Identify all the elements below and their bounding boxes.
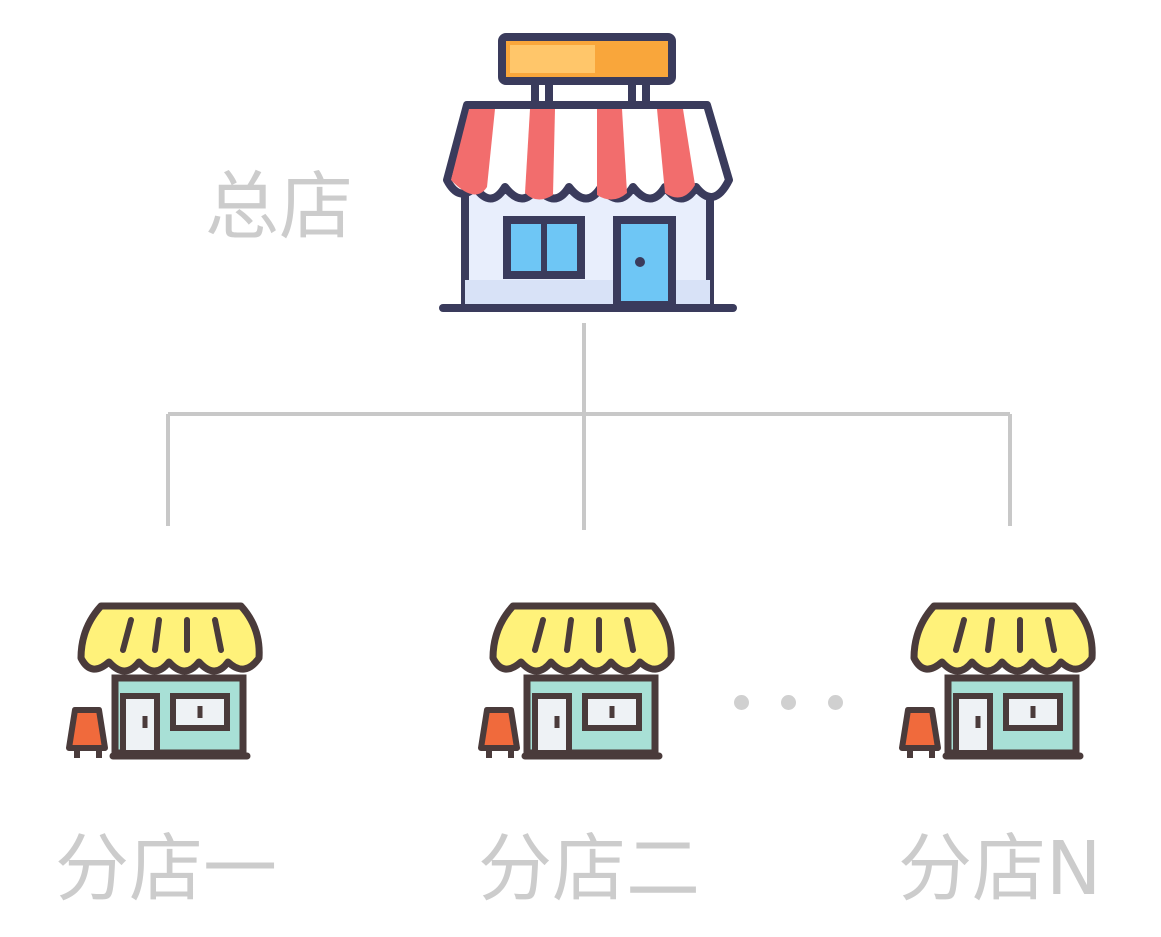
ellipsis-dot bbox=[828, 695, 843, 710]
ellipsis-icon bbox=[728, 693, 848, 713]
branch-label-1: 分店一 bbox=[55, 826, 277, 912]
ellipsis-dot bbox=[781, 695, 796, 710]
shop-icon bbox=[478, 602, 675, 760]
ellipsis-dot bbox=[734, 695, 749, 710]
branch-label-n: 分店N bbox=[898, 826, 1102, 912]
shop-icon bbox=[899, 602, 1096, 760]
branch-label-2: 分店二 bbox=[478, 826, 700, 912]
storefront-icon bbox=[439, 33, 737, 312]
shop-icon bbox=[66, 602, 263, 760]
headquarters-label: 总店 bbox=[205, 164, 353, 250]
